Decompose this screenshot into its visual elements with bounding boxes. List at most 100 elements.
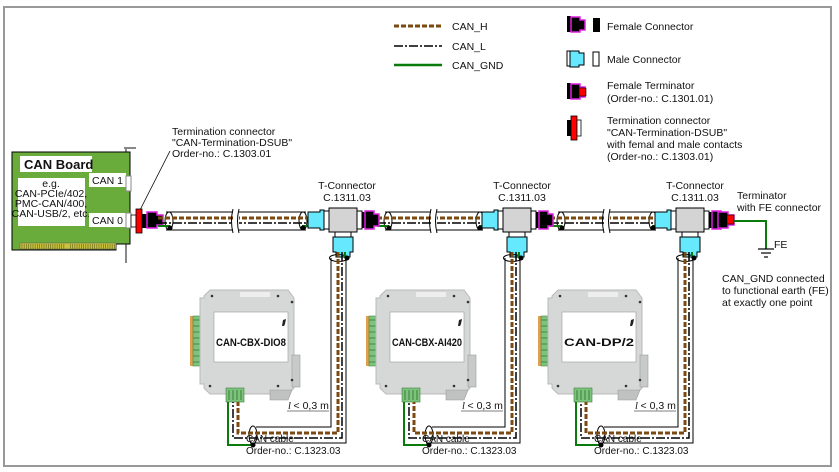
drop-cable-sheath-outer <box>598 258 694 444</box>
device-screw <box>208 384 212 388</box>
board-title-box <box>20 156 92 172</box>
can-terminal <box>225 387 245 403</box>
shield-drain-dot <box>650 225 656 231</box>
device-label-panel <box>213 311 289 363</box>
legend-female-terminator: Female Terminator (Order-no.: C.1301.01) <box>567 80 713 105</box>
port-can0-box <box>89 213 126 227</box>
shield-drain-dot <box>344 255 350 261</box>
legend-female-connector-label: Female Connector <box>607 21 694 33</box>
shield-drain-dot <box>167 225 173 231</box>
device-name: CAN-DP/2 <box>564 337 634 349</box>
tee-male-drop <box>679 236 701 258</box>
drop-can-h-wire <box>236 252 340 435</box>
port-can1-socket[interactable] <box>125 175 132 192</box>
tee-collar-right <box>356 210 363 230</box>
port-can0-label: CAN 0 <box>92 215 123 227</box>
ground-symbol-icon <box>758 248 774 258</box>
drop-can-gnd-wire-bottom <box>403 402 429 446</box>
drop-cable-sheath-inner <box>256 258 332 428</box>
terminator-label-line-1: with FE connector <box>736 202 822 214</box>
esd-logo-icon <box>274 319 286 326</box>
device-screw <box>638 378 642 382</box>
device-screw <box>452 294 456 298</box>
legend-termination-connector: Termination connector "CAN-Termination-D… <box>567 115 742 163</box>
t-connector-2-order: C.1311.03 <box>498 192 546 204</box>
termination-connector-front-icon <box>576 119 582 137</box>
termination-connector-female-side <box>142 214 147 228</box>
terminator-resistor-icon <box>578 87 587 97</box>
device-sub-d <box>445 389 469 401</box>
device-screw <box>210 294 214 298</box>
cable-break-mark <box>237 208 240 234</box>
tee-body <box>328 207 358 233</box>
device-sub-d <box>617 389 641 401</box>
t-connectors <box>307 207 727 258</box>
termination-connector-callout: Termination connector "CAN-Termination-D… <box>139 126 292 211</box>
legend-can-l-label: CAN_L <box>452 41 486 53</box>
cable-break-mark <box>602 208 605 234</box>
termination-callout-line-2: Order-no.: C.1303.01 <box>172 148 271 160</box>
tee-male-input <box>654 209 672 231</box>
tee-collar-left <box>323 210 330 230</box>
legend-lines: CAN_H CAN_L CAN_GND <box>394 21 504 72</box>
device-vent <box>240 292 270 297</box>
t-connector-2[interactable] <box>481 207 554 258</box>
board-example-1: CAN-PCIe/402, <box>15 188 87 200</box>
legend-female-terminator-label: Female Terminator <box>607 80 695 92</box>
gnd-note-line-1: to functional earth (FE) <box>722 285 829 297</box>
io-terminal-block <box>190 315 202 367</box>
shield-drain-dot <box>250 442 256 448</box>
termination-connector-back-icon <box>567 120 571 136</box>
cable-break-mark <box>608 208 611 234</box>
t-connector-3-order: C.1311.03 <box>671 192 719 204</box>
shield-drain-dot <box>477 225 483 231</box>
device-screw <box>466 378 470 382</box>
port-can1-box <box>89 173 126 187</box>
device-screw <box>558 294 562 298</box>
cable-break-gap <box>604 209 610 233</box>
can-terminal <box>573 387 593 403</box>
legend-termination-connector-name: "CAN-Termination-DSUB" <box>607 127 727 139</box>
legend-termination-connector-label: Termination connector <box>607 115 711 127</box>
device-din-clip <box>639 354 649 388</box>
female-connector-solid-icon <box>593 18 600 32</box>
board-edge-connector <box>19 242 117 250</box>
drop-cable <box>575 252 697 448</box>
drop-cable-label: CAN cable <box>246 434 294 445</box>
tee-female-output <box>364 210 380 230</box>
tee-collar-down <box>508 231 526 238</box>
t-connector-3[interactable] <box>654 207 727 258</box>
legend-female-terminator-order: (Order-no.: C.1301.01) <box>607 93 713 105</box>
legend-termination-connector-order: (Order-no.: C.1303.01) <box>607 151 713 163</box>
fe-label: FE <box>774 239 787 251</box>
drop-cable-order: Order-no.: C.1323.03 <box>422 446 517 457</box>
termination-callout-leader <box>139 150 171 211</box>
device-vent <box>588 292 618 297</box>
t-connector-labels: T-Connector C.1311.03 T-Connector C.1311… <box>318 180 724 204</box>
esd-logo-shape <box>622 319 634 326</box>
tee-collar-right <box>703 210 710 230</box>
device-label-panel <box>561 311 637 363</box>
drop-can-h-wire <box>584 252 687 435</box>
t-connector-1[interactable] <box>307 207 380 258</box>
device-screw <box>556 384 560 388</box>
legend-male-connector: Male Connector <box>566 50 682 68</box>
can-bus-trunk <box>158 208 662 234</box>
device-sub-d <box>269 389 293 401</box>
termination-connector[interactable] <box>130 208 164 234</box>
drop-length-label: l < 0,3 m <box>635 400 676 412</box>
drop-cable <box>403 252 524 448</box>
bus-cable-segment-1 <box>158 208 312 234</box>
drop-cable-order: Order-no.: C.1323.03 <box>246 446 341 457</box>
fe-terminator[interactable]: FE <box>717 211 787 258</box>
drop-cable <box>227 252 350 448</box>
termination-callout-line-0: Termination connector <box>172 126 276 138</box>
shield-drain-dot <box>300 225 306 231</box>
board-example-3: CAN-USB/2, etc. <box>12 208 91 220</box>
port-can0-socket[interactable] <box>125 212 132 229</box>
drop-cable-label: CAN cable <box>422 434 470 445</box>
